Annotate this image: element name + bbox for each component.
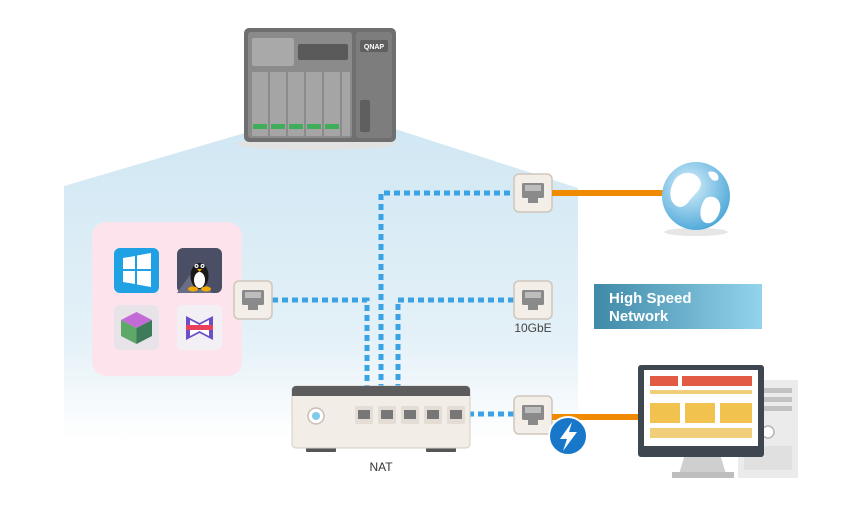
vm-apps-panel	[92, 222, 242, 376]
ten-gbe-label: 10GbE	[514, 321, 551, 335]
windows-icon	[114, 248, 159, 293]
linux-icon	[177, 248, 222, 293]
ethernet-port-wan	[513, 173, 553, 213]
internal-cables	[272, 190, 514, 417]
nas-device: QNAP	[236, 28, 396, 150]
nat-label: NAT	[369, 460, 393, 474]
nat-switch	[291, 385, 471, 452]
virtualization-icon	[114, 305, 159, 350]
globe-icon	[662, 162, 730, 236]
banner-line-1: High Speed	[609, 290, 692, 307]
high-speed-network-banner: High Speed Network	[594, 284, 762, 329]
nas-brand-logo: QNAP	[364, 44, 385, 51]
ethernet-port-vm	[233, 280, 273, 320]
ethernet-port-10gbe	[513, 280, 553, 320]
container-icon	[177, 305, 222, 350]
banner-line-2: Network	[609, 308, 669, 325]
monitor	[638, 365, 764, 478]
thunderbolt-icon	[548, 416, 588, 456]
ethernet-port-thunderbolt	[513, 395, 553, 435]
